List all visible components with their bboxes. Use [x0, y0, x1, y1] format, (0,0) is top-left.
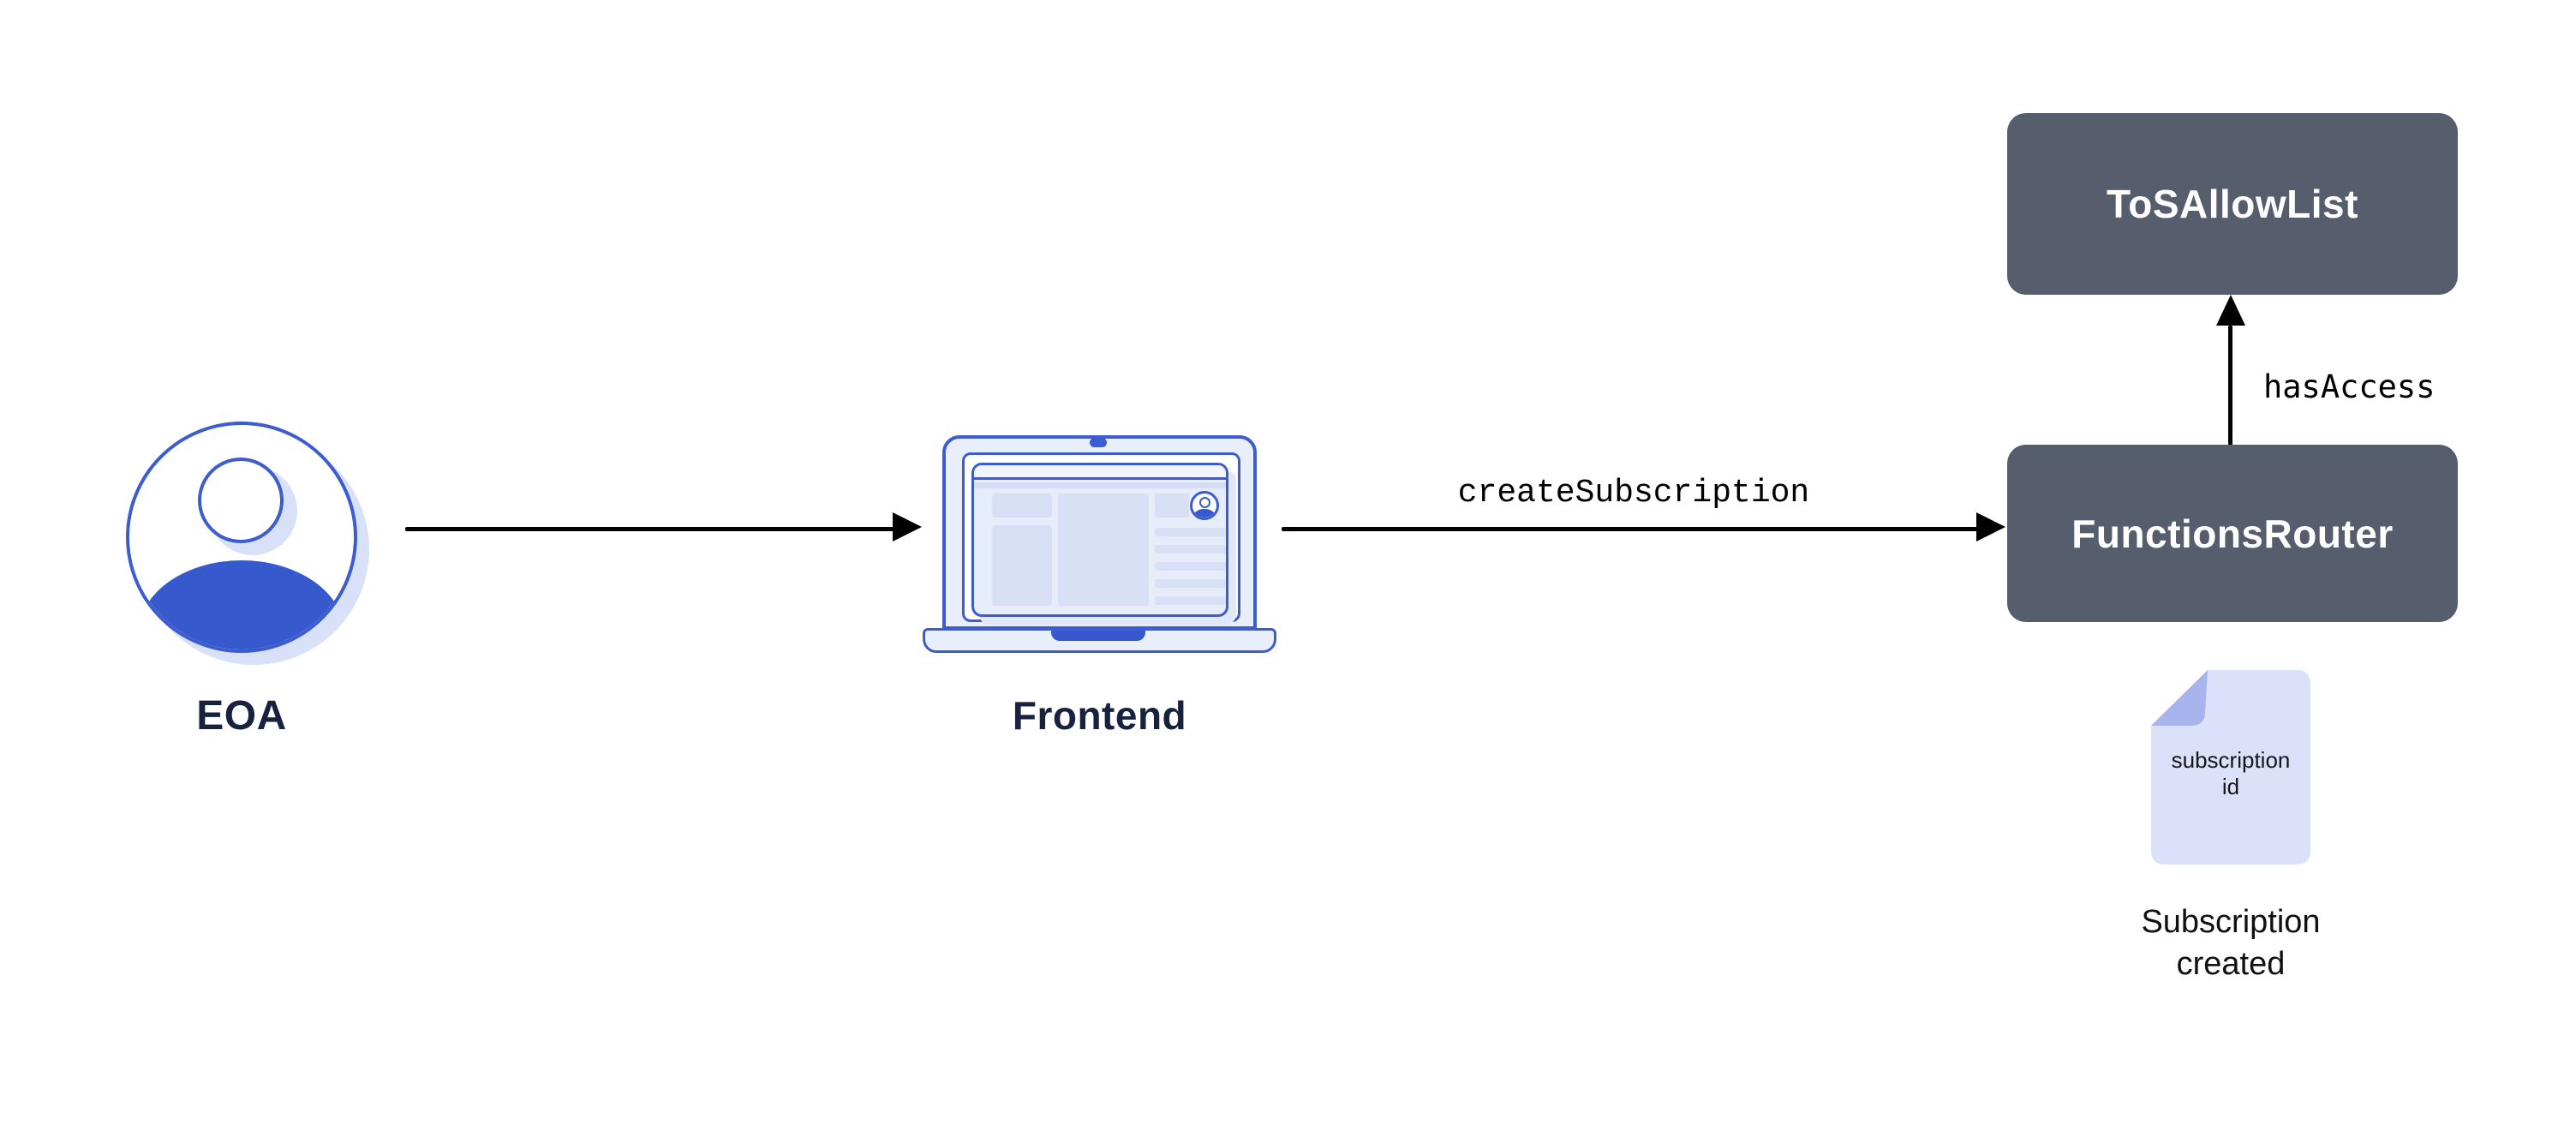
document-label-line1: subscription: [2171, 747, 2291, 773]
wireframe-line: [1155, 528, 1226, 536]
browser-header: [974, 465, 1226, 480]
wireframe-block: [1058, 494, 1149, 606]
artifact-caption-line1: Subscription: [2141, 904, 2321, 940]
node-functions-router: FunctionsRouter: [2007, 445, 2458, 622]
arrow-frontend-to-router: [1282, 527, 1977, 531]
edge-label-has-access: hasAccess: [2263, 368, 2436, 405]
browser-window: [971, 463, 1228, 617]
artifact-caption: Subscription created: [2089, 901, 2372, 985]
avatar-shoulders: [139, 560, 344, 649]
arrow-router-to-tosallowlist: [2228, 326, 2232, 446]
document-label: subscription id: [2151, 747, 2310, 800]
node-tos-allow-list: ToSAllowList: [2007, 113, 2458, 295]
profile-avatar-icon: [1190, 491, 1219, 520]
wireframe-line: [1155, 545, 1226, 554]
edge-label-create-subscription: createSubscription: [1457, 475, 1810, 512]
wireframe-block: [992, 494, 1052, 518]
profile-avatar-shoulders: [1193, 509, 1216, 518]
arrowhead-up-icon: [2216, 295, 2245, 326]
arrow-eoa-to-frontend: [405, 527, 894, 531]
wireframe-block: [1155, 494, 1189, 518]
eoa-node-label: EOA: [196, 693, 287, 739]
arrowhead-right-icon: [893, 512, 922, 542]
browser-toolbar-band: [974, 482, 1226, 488]
artifact-caption-line2: created: [2176, 946, 2286, 982]
document-icon: [2151, 670, 2310, 865]
user-avatar-icon: [126, 422, 357, 653]
functions-router-label: FunctionsRouter: [2071, 511, 2394, 556]
wireframe-line: [1155, 596, 1226, 605]
wireframe-line: [1155, 579, 1226, 588]
webcam-icon: [1090, 438, 1107, 447]
document-label-line2: id: [2221, 774, 2240, 799]
frontend-node-label: Frontend: [1012, 693, 1187, 738]
wireframe-block: [992, 525, 1052, 606]
wireframe-line: [1155, 562, 1226, 571]
tos-allow-list-label: ToSAllowList: [2107, 182, 2358, 226]
profile-avatar-head: [1199, 497, 1210, 508]
laptop-notch: [1051, 631, 1145, 641]
avatar-head: [198, 458, 284, 543]
arrowhead-right-icon: [1976, 512, 2005, 542]
